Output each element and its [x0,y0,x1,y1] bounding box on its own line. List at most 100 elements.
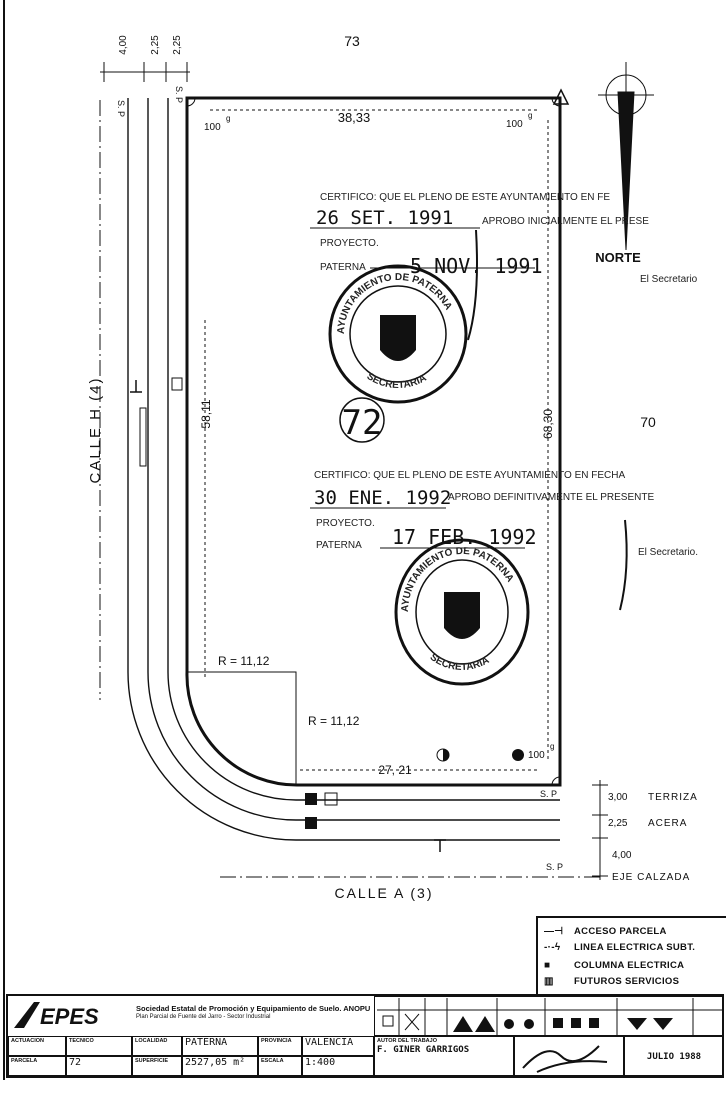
terrace-line [167,98,560,801]
cert1-line2: APROBO INICIALMENTE EL PRESE [482,216,649,227]
cert2-seal [394,538,530,686]
cert2-seal-emblem [444,592,480,639]
symbols-grid-drawing [377,998,723,1035]
right-dim-1-value: 3,00 [608,792,628,803]
electric-column-icon: ■ [544,960,551,971]
cert1-seal [328,264,468,404]
cert1-line3: PROYECTO. [320,238,379,249]
parcel-70-label: 70 [640,414,656,430]
right-dim-1-label: TERRIZA [648,792,698,803]
tecnico-cell: TECNICO [66,1036,132,1056]
cert1-place: PATERNA [320,262,366,273]
legend-item-access: —⊣ACCESO PARCELA [544,926,667,937]
sp-label-top: S. P [174,86,184,103]
svg-text:EPES: EPES [40,1004,99,1029]
cert2-date2: 17 FEB. 1992 [392,525,537,549]
company-name: Sociedad Estatal de Promoción y Equipami… [136,1004,376,1022]
certificate-stamp-2: CERTIFICO: QUE EL PLENO DE ESTE AYUNTAMI… [310,470,698,686]
electric-line-icon: -·-ϟ [544,942,561,953]
cert1-secretary: El Secretario [640,274,698,285]
signature-cell [514,1036,624,1076]
future-services-icon: ▥ [544,976,554,987]
radius-construction [187,671,297,785]
cert1-line1: CERTIFICO: QUE EL PLENO DE ESTE AYUNTAMI… [320,192,610,203]
provincia-label-cell: PROVINCIA [258,1036,302,1056]
author-signature [522,1045,608,1073]
certificate-stamp-1: CERTIFICO: QUE EL PLENO DE ESTE AYUNTAMI… [310,192,698,404]
parcel-73-label: 73 [344,33,360,49]
cert1-seal-emblem [380,315,416,361]
angle-top-left-sup: g [226,114,230,123]
cert2-line1: CERTIFICO: QUE EL PLENO DE ESTE AYUNTAMI… [314,470,625,481]
escala-cell: 1:400 [302,1056,374,1076]
provincia-cell: VALENCIA [302,1036,374,1056]
access-parcel-icon: —⊣ [544,926,564,937]
sidewalk-line [147,98,560,821]
radius-inner-label: R = 11,12 [308,714,360,728]
fecha-cell: JULIO 1988 [624,1036,724,1076]
angle-top-right-sup: g [528,111,532,120]
electric-column-symbol-2 [305,817,317,829]
half-dot-symbol [443,749,449,761]
angle-bottom-right: 100 [528,750,545,761]
sp-label-bottom: S. P [546,862,563,872]
parcel-number-circle [339,397,385,443]
north-arrow [617,91,635,251]
cert1-date: 26 SET. 1991 [316,207,453,229]
right-length-value: 68,30 [541,409,555,439]
street-a-label: CALLE A (3) [334,885,433,901]
service-dot [512,749,524,761]
company-subtitle: Plan Parcial de Fuente del Jarro - Secto… [136,1014,271,1020]
left-length-value: 58,11 [199,399,213,428]
legend-item-future-services: ▥FUTUROS SERVICIOS [544,976,680,987]
north-label: NORTE [595,250,641,265]
cert2-place: PATERNA [316,540,362,551]
actuacion-cell: ACTUACION [8,1036,66,1056]
legend-item-column: ■COLUMNA ELECTRICA [544,960,685,971]
superficie-label-cell: SUPERFICIE [132,1056,182,1076]
cert2-line3: PROYECTO. [316,518,375,529]
right-dim-2-value: 2,25 [608,818,628,829]
future-services-symbol-bottom [324,792,338,806]
curb-line [127,98,560,841]
access-strip-left [139,407,147,467]
cert2-date: 30 ENE. 1992 [314,487,451,509]
cert1-date2: -5 NOV. 1991 [398,254,543,278]
future-services-symbol-left [171,377,183,391]
bottom-width-value: 27, 21 [378,763,412,777]
cert2-secretary: El Secretario. [638,547,698,558]
cert1-signature [467,229,478,341]
cert2-seal-bottom: SECRETARIA [428,652,491,673]
localidad-label-cell: LOCALIDAD [132,1036,182,1056]
parcela-cell: 72 [66,1056,132,1076]
cert2-signature [619,519,628,611]
symbols-grid [374,996,724,1036]
autor-cell: AUTOR DEL TRABAJO F. GINER GARRIGOS [374,1036,514,1076]
top-dim-1: 4,00 [118,35,129,55]
benchmark-triangle [552,88,570,105]
angle-top-right: 100 [506,119,523,130]
escala-label-cell: ESCALA [258,1056,302,1076]
angle-top-left: 100 [204,122,221,133]
cert2-line2: APROBO DEFINITIVAMENTE EL PRESENTE [448,492,654,503]
radius-outer-label: R = 11,12 [218,654,270,668]
right-dim-2-label: ACERA [648,818,687,829]
title-block: EPES Sociedad Estatal de Promoción y Equ… [6,994,724,1078]
superficie-cell: 2527,05 m² [182,1056,258,1076]
cert1-seal-bottom: SECRETARIA [365,371,429,391]
right-dim-3-label: EJE CALZADA [612,872,690,883]
angle-bottom-right-sup: g [550,742,554,751]
corner-arc-br [551,776,561,786]
sp-label-right: S. P [540,789,557,799]
electric-column-symbol-1 [305,793,317,805]
top-dim-3: 2,25 [172,35,183,55]
parcel-number: 72 [342,403,383,443]
top-width-value: 38,33 [338,110,371,125]
street-h-label: CALLE H (4) [87,376,104,483]
top-dim-2: 2,25 [150,35,161,55]
localidad-cell: PATERNA [182,1036,258,1056]
epes-logo: EPES [14,1002,99,1029]
